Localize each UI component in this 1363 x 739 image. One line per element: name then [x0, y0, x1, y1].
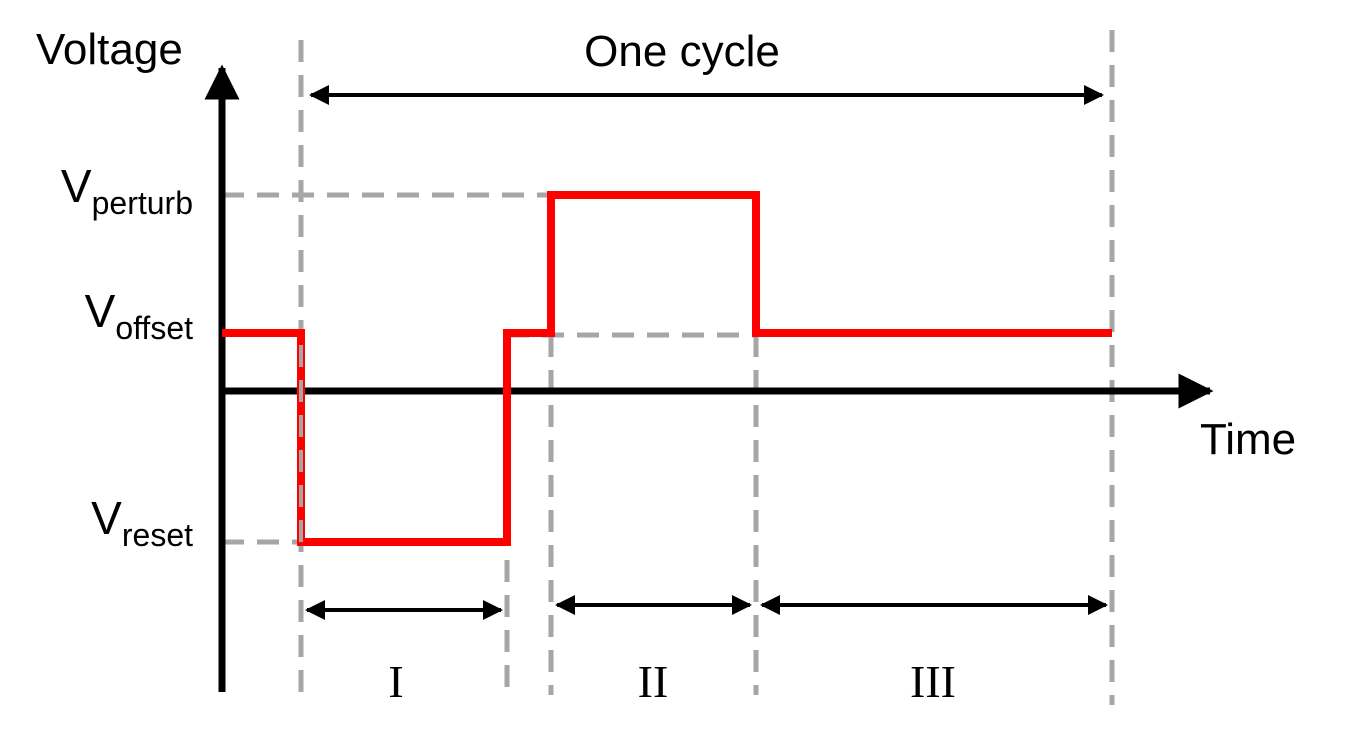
v-offset-label: Voffset	[85, 285, 193, 346]
v-offset-subscript: offset	[115, 310, 193, 346]
phase-3-label: III	[910, 656, 956, 707]
v-reset-subscript: reset	[122, 517, 193, 553]
one-cycle-label: One cycle	[584, 27, 780, 76]
phase-1-label: I	[388, 656, 403, 707]
axes	[204, 64, 1214, 692]
voltage-axis-label: Voltage	[36, 25, 183, 74]
v-reset-main: V	[91, 492, 122, 544]
v-perturb-main: V	[61, 160, 92, 212]
v-offset-main: V	[85, 285, 116, 337]
voltage-waveform	[222, 191, 1112, 546]
v-reset-label: Vreset	[91, 492, 193, 553]
v-perturb-label: Vperturb	[61, 160, 193, 221]
phase-2-label: II	[638, 656, 669, 707]
v-perturb-subscript: perturb	[92, 185, 193, 221]
phase-arrows	[305, 595, 1108, 620]
time-axis-label: Time	[1200, 415, 1296, 464]
